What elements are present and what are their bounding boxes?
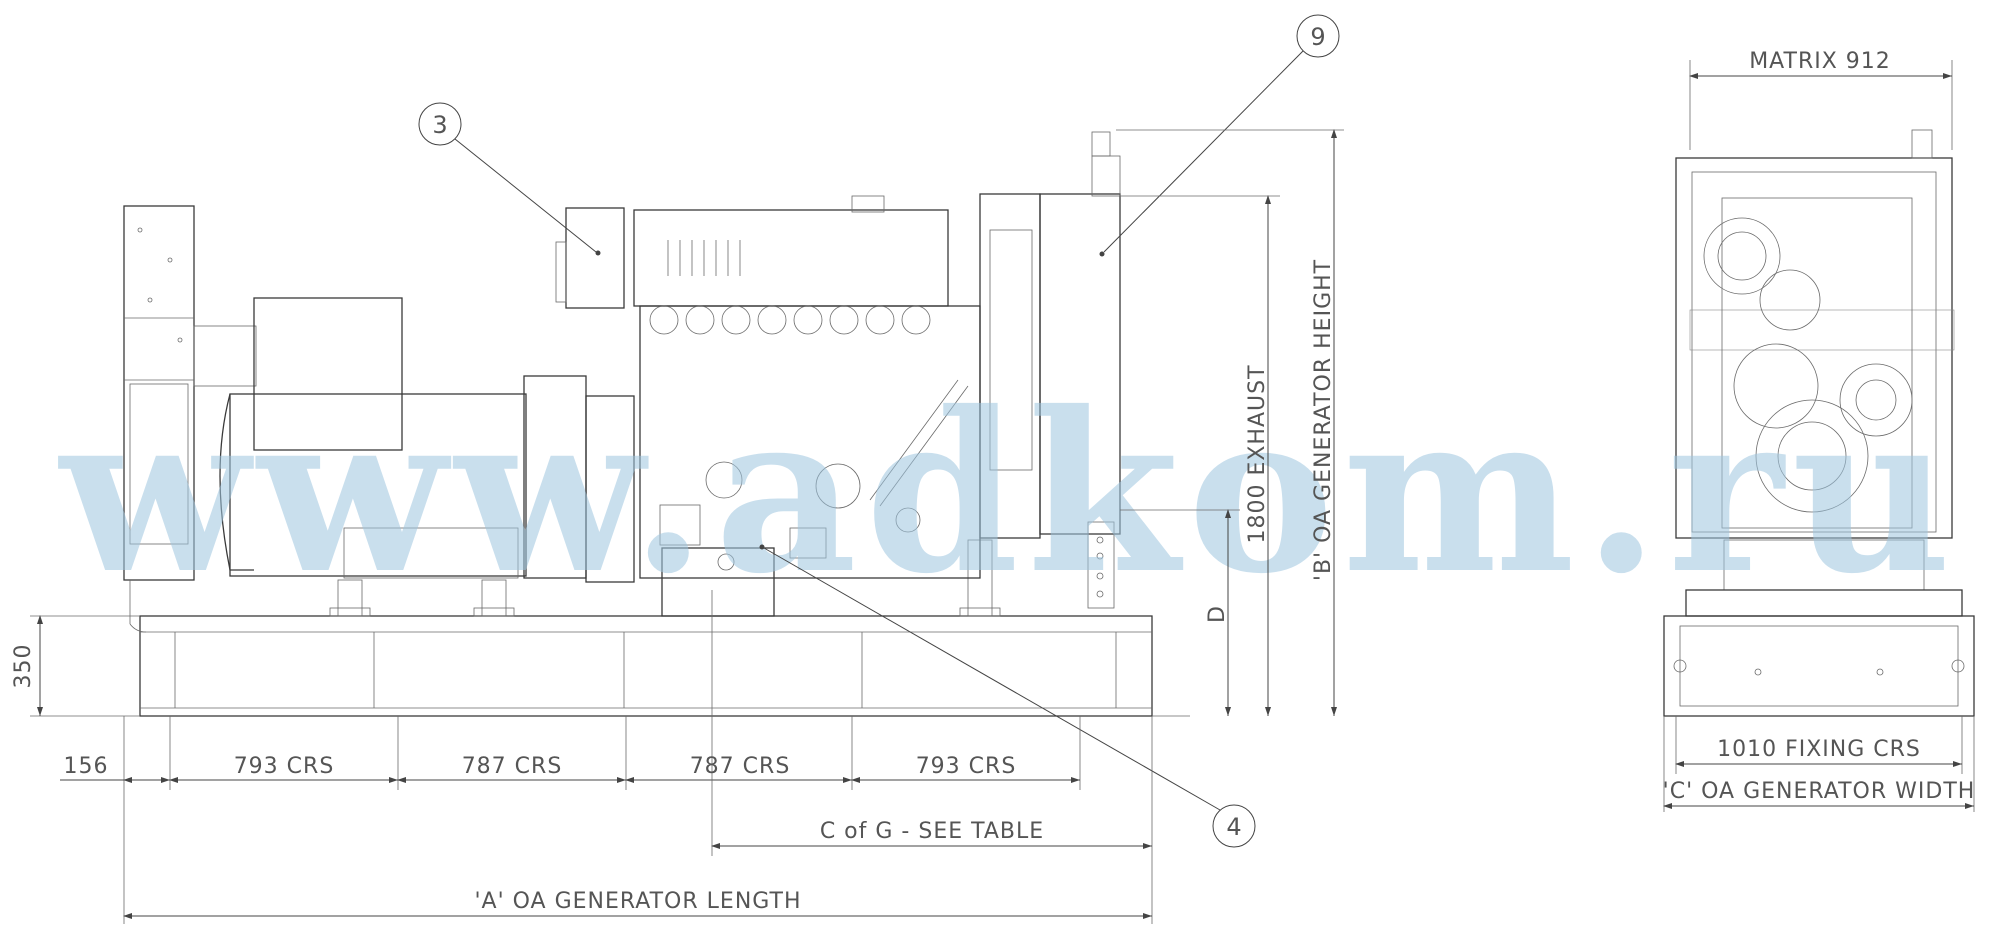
- oil-sump: [661, 547, 775, 617]
- callout-3-label: 3: [432, 111, 447, 139]
- alternator-top: [253, 297, 403, 451]
- base-height-label: 350: [11, 644, 36, 689]
- front-base-frame: [1663, 615, 1975, 717]
- a-length-label: 'A' OA GENERATOR LENGTH: [474, 889, 801, 914]
- alternator-body: [229, 393, 527, 577]
- crs-3-label: 787 CRS: [690, 754, 791, 779]
- exhaust-silencer: [565, 207, 625, 309]
- matrix-label: MATRIX 912: [1749, 49, 1891, 74]
- side-view: [123, 131, 1153, 717]
- d-label: D: [1205, 605, 1230, 623]
- callout-4: 4: [759, 544, 1256, 848]
- watermark: www.adkom.ru: [58, 363, 1959, 622]
- dimension-labels: MATRIX 912 1800 EXHAUST 'B' OA GENERATOR…: [11, 49, 1976, 914]
- callout-4-label: 4: [1226, 813, 1241, 841]
- canopy-outline: [1675, 157, 1953, 539]
- b-height-label: 'B' OA GENERATOR HEIGHT: [1311, 259, 1336, 581]
- cog-label: C of G - SEE TABLE: [820, 819, 1044, 844]
- callout-9: 9: [1099, 14, 1340, 257]
- c-width-label: 'C' OA GENERATOR WIDTH: [1663, 779, 1976, 804]
- crs-4-label: 793 CRS: [916, 754, 1017, 779]
- callout-3: 3: [418, 102, 601, 256]
- callout-9-label: 9: [1310, 23, 1325, 51]
- crs-1-label: 793 CRS: [234, 754, 335, 779]
- crs-2-label: 787 CRS: [462, 754, 563, 779]
- base-frame: [139, 615, 1153, 717]
- engine-front: [1721, 197, 1913, 529]
- control-panel: [123, 205, 195, 581]
- offset-label: 156: [64, 754, 109, 779]
- radiator-core: [1039, 193, 1121, 535]
- dimension-lines: [30, 60, 1975, 924]
- front-view: [1663, 129, 1975, 717]
- fixing-label: 1010 FIXING CRS: [1717, 737, 1921, 762]
- exhaust-label: 1800 EXHAUST: [1245, 364, 1270, 543]
- air-filter-housing: [633, 209, 949, 307]
